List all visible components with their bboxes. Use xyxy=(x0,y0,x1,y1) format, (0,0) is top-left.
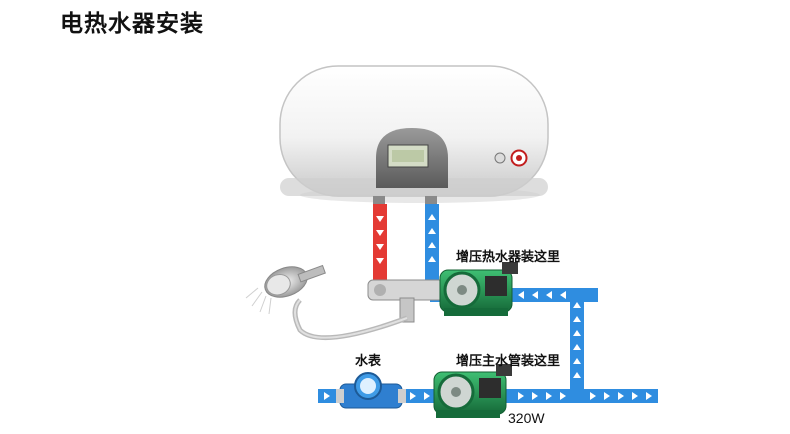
brand-logo-icon xyxy=(494,149,528,167)
flow-arrow-icon xyxy=(560,291,566,299)
flow-arrow-icon xyxy=(428,242,436,248)
flow-arrow-icon xyxy=(573,316,581,322)
flow-arrow-icon xyxy=(428,256,436,262)
flow-arrow-icon xyxy=(560,392,566,400)
flow-arrow-icon xyxy=(410,392,416,400)
flow-arrow-icon xyxy=(376,258,384,264)
booster-pump-heater xyxy=(439,262,518,316)
flow-arrow-icon xyxy=(646,392,652,400)
flow-arrow-icon xyxy=(632,392,638,400)
flow-arrow-icon xyxy=(573,358,581,364)
flow-arrow-icon xyxy=(573,372,581,378)
flow-arrow-icon xyxy=(532,291,538,299)
booster-pump-main xyxy=(433,364,512,418)
label-pump-power: 320W xyxy=(508,410,545,426)
shower-head-icon xyxy=(264,264,326,298)
pipe-segment-top-horizontal xyxy=(512,288,598,302)
flow-arrow-icon xyxy=(618,392,624,400)
flow-arrow-icon xyxy=(428,228,436,234)
flow-arrow-icon xyxy=(376,216,384,222)
flow-arrow-icon xyxy=(324,392,330,400)
flow-arrow-icon xyxy=(518,392,524,400)
flow-arrow-icon xyxy=(424,392,430,400)
mixing-valve xyxy=(367,279,445,323)
water-spray xyxy=(245,287,272,315)
flow-arrows xyxy=(324,214,652,400)
label-booster-main: 增压主水管装这里 xyxy=(456,354,561,369)
flow-arrow-icon xyxy=(604,392,610,400)
flow-arrow-icon xyxy=(573,344,581,350)
label-water-meter: 水表 xyxy=(355,354,382,369)
water-heater xyxy=(279,65,549,206)
flow-arrow-icon xyxy=(590,392,596,400)
flow-arrow-icon xyxy=(546,291,552,299)
flow-arrow-icon xyxy=(428,214,436,220)
page-title: 电热水器安装 xyxy=(60,11,204,37)
flow-arrow-icon xyxy=(518,291,524,299)
label-booster-heater: 增压热水器装这里 xyxy=(456,250,561,265)
shower-hose xyxy=(292,298,408,341)
water-meter-icon xyxy=(336,372,406,409)
pipe-segment-right-vertical xyxy=(570,288,584,398)
flow-arrow-icon xyxy=(573,330,581,336)
flow-arrow-icon xyxy=(546,392,552,400)
flow-arrow-icon xyxy=(573,302,581,308)
flow-arrow-icon xyxy=(532,392,538,400)
flow-arrow-icon xyxy=(376,230,384,236)
flow-arrow-icon xyxy=(376,244,384,250)
shower-assembly xyxy=(245,264,408,341)
